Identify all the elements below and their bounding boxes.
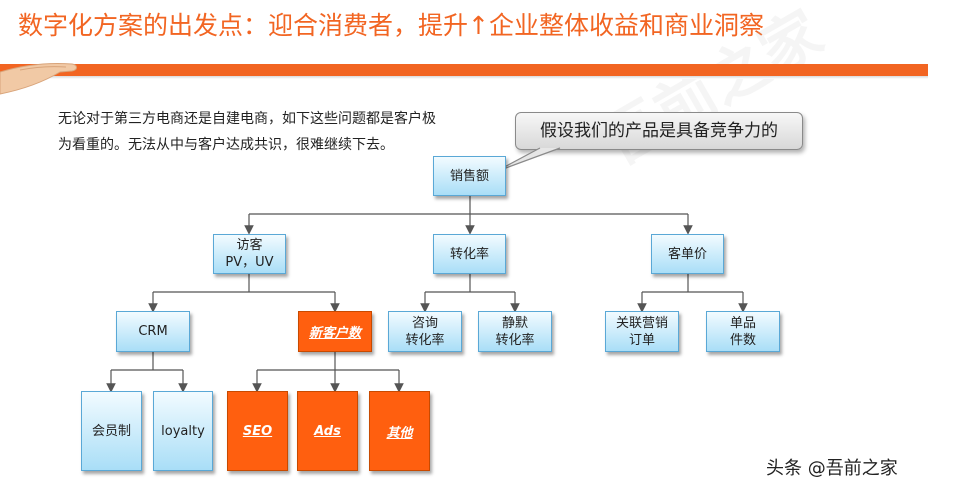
node-silent-line2: 转化率 <box>495 332 535 348</box>
node-consult-line1: 咨询 <box>411 315 438 331</box>
node-items-line2: 件数 <box>729 332 756 348</box>
footer-brand: 头条 @吾前之家 <box>766 458 898 479</box>
node-unit-price: 客单价 <box>651 234 724 274</box>
node-new-customers: 新客户数 <box>298 311 372 352</box>
page-title: 数字化方案的出发点：迎合消费者，提升↑企业整体收益和商业洞察 <box>18 11 764 40</box>
title-bar-shadow <box>0 76 928 79</box>
node-crm: CRM <box>116 311 190 352</box>
node-other: 其他 <box>369 391 430 471</box>
node-items-per-order: 单品 件数 <box>706 311 780 352</box>
hand-illustration <box>0 63 77 95</box>
node-crm-label: CRM <box>138 324 168 339</box>
node-unit-price-label: 客单价 <box>667 246 707 262</box>
title-bar <box>0 64 928 76</box>
node-consult-line2: 转化率 <box>405 332 445 348</box>
node-related-line2: 订单 <box>628 332 655 348</box>
node-membership-label: 会员制 <box>91 423 131 439</box>
node-related-line1: 关联营销 <box>615 315 668 331</box>
node-membership: 会员制 <box>81 391 142 471</box>
description-text: 无论对于第三方电商还是自建电商，如下这些问题都是客户极为看重的。无法从中与客户达… <box>58 111 436 153</box>
node-items-line1: 单品 <box>729 315 756 331</box>
node-new-customers-label: 新客户数 <box>308 326 361 341</box>
node-silent-conversion: 静默 转化率 <box>478 311 552 352</box>
callout-bubble: 假设我们的产品是具备竞争力的 <box>515 112 803 150</box>
node-related-orders: 关联营销 订单 <box>605 311 679 352</box>
node-conversion-label: 转化率 <box>449 246 489 262</box>
node-silent-line1: 静默 <box>501 315 528 331</box>
node-visitors-line1: 访客 <box>236 238 263 253</box>
node-consult-conversion: 咨询 转化率 <box>388 311 462 352</box>
node-visitors: 访客 PV，UV <box>213 234 286 274</box>
node-conversion: 转化率 <box>433 234 506 274</box>
node-ads-label: Ads <box>314 423 341 439</box>
node-seo: SEO <box>227 391 288 471</box>
node-visitors-line2: PV，UV <box>225 255 274 270</box>
node-seo-label: SEO <box>242 423 273 439</box>
node-sales-label: 销售额 <box>449 168 489 184</box>
node-loyalty: loyalty <box>153 391 213 471</box>
node-sales: 销售额 <box>433 156 506 196</box>
node-loyalty-label: loyalty <box>161 423 205 439</box>
node-other-label: 其他 <box>386 425 413 441</box>
node-ads: Ads <box>297 391 358 471</box>
